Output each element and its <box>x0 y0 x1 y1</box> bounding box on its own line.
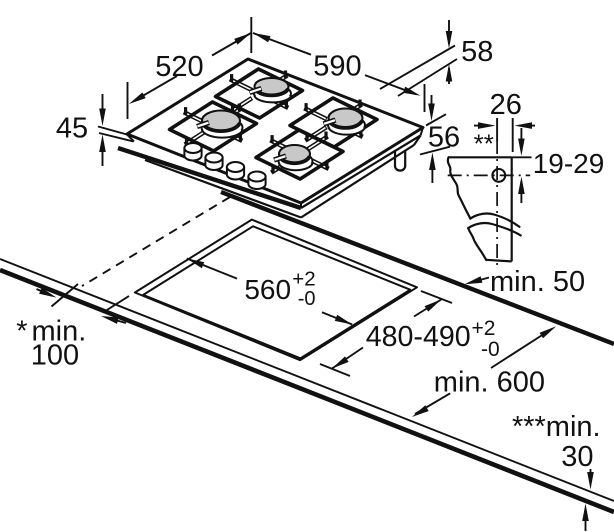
svg-text:-0: -0 <box>298 288 316 310</box>
svg-text:-0: -0 <box>481 338 500 361</box>
svg-text:45: 45 <box>56 113 88 145</box>
svg-text:min. 50: min. 50 <box>490 266 585 298</box>
svg-text:590: 590 <box>313 50 361 82</box>
svg-text:+2: +2 <box>472 317 496 340</box>
svg-text:+2: +2 <box>292 268 315 291</box>
svg-text:56: 56 <box>428 121 460 153</box>
svg-text:560: 560 <box>244 274 291 305</box>
svg-text:480-490: 480-490 <box>366 321 471 353</box>
svg-text:26: 26 <box>490 89 522 121</box>
svg-text:**: ** <box>474 129 494 159</box>
svg-text:58: 58 <box>461 36 493 68</box>
svg-text:min.: min. <box>32 316 87 348</box>
svg-text:min. 600: min. 600 <box>434 367 545 399</box>
svg-text:520: 520 <box>155 51 203 83</box>
svg-text:100: 100 <box>31 340 79 372</box>
svg-text:19-29: 19-29 <box>533 148 605 179</box>
svg-text:30: 30 <box>561 441 593 473</box>
svg-text:*: * <box>16 316 27 348</box>
svg-text:***min.: ***min. <box>512 411 601 443</box>
